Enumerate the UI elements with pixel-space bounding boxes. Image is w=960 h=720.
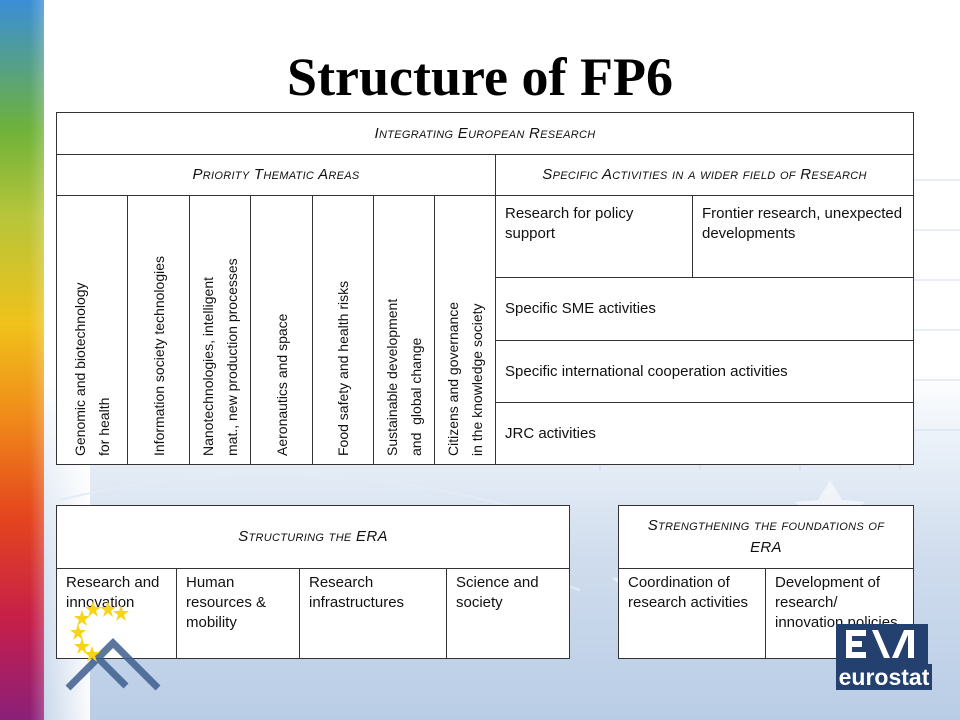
integrating-header: Integrating European Research — [56, 112, 914, 155]
priority-area-citizens: Citizens and governance in the knowledge… — [434, 195, 496, 465]
priority-area-sustainable: Sustainable development and global chang… — [373, 195, 435, 465]
structuring-item-science-society: Science and society — [446, 568, 570, 659]
structuring-item-human-resources: Human resources & mobility — [176, 568, 300, 659]
page-title: Structure of FP6 — [287, 47, 673, 107]
priority-area-ist: Information society technologies — [127, 195, 190, 465]
strengthening-header: Strengthening the foundations of ERA — [618, 505, 914, 569]
priority-area-aeronautics: Aeronautics and space — [250, 195, 313, 465]
activity-policy-support: Research for policy support — [495, 195, 693, 278]
priority-area-nanotech: Nanotechnologies, intelligent mat., new … — [189, 195, 251, 465]
priority-area-label: Genomic and biotechnology for health — [72, 282, 112, 456]
priority-area-label: Sustainable development and global chang… — [384, 298, 424, 456]
activity-international: Specific international cooperation activ… — [495, 340, 914, 403]
structuring-item-infrastructures: Research infrastructures — [299, 568, 447, 659]
priority-area-food-safety: Food safety and health risks — [312, 195, 374, 465]
priority-area-label: Food safety and health risks — [335, 280, 351, 456]
eurostat-logo-icon — [836, 624, 928, 664]
priority-header: Priority Thematic Areas — [56, 154, 496, 196]
activity-jrc: JRC activities — [495, 402, 914, 465]
priority-area-label: Citizens and governance in the knowledge… — [445, 301, 485, 456]
priority-area-label: Nanotechnologies, intelligent mat., new … — [200, 258, 240, 456]
eurostat-logo-text: eurostat — [836, 664, 932, 690]
priority-area-genomics: Genomic and biotechnology for health — [56, 195, 128, 465]
activity-sme: Specific SME activities — [495, 277, 914, 341]
priority-area-label: Information society technologies — [150, 256, 167, 456]
eu-stars-emblem — [65, 601, 161, 691]
strengthening-item-coordination: Coordination of research activities — [618, 568, 766, 659]
specific-header: Specific Activities in a wider field of … — [495, 154, 914, 196]
structuring-header: Structuring the ERA — [56, 505, 570, 569]
activity-frontier-research: Frontier research, unexpected developmen… — [692, 195, 914, 278]
priority-area-label: Aeronautics and space — [273, 313, 290, 456]
